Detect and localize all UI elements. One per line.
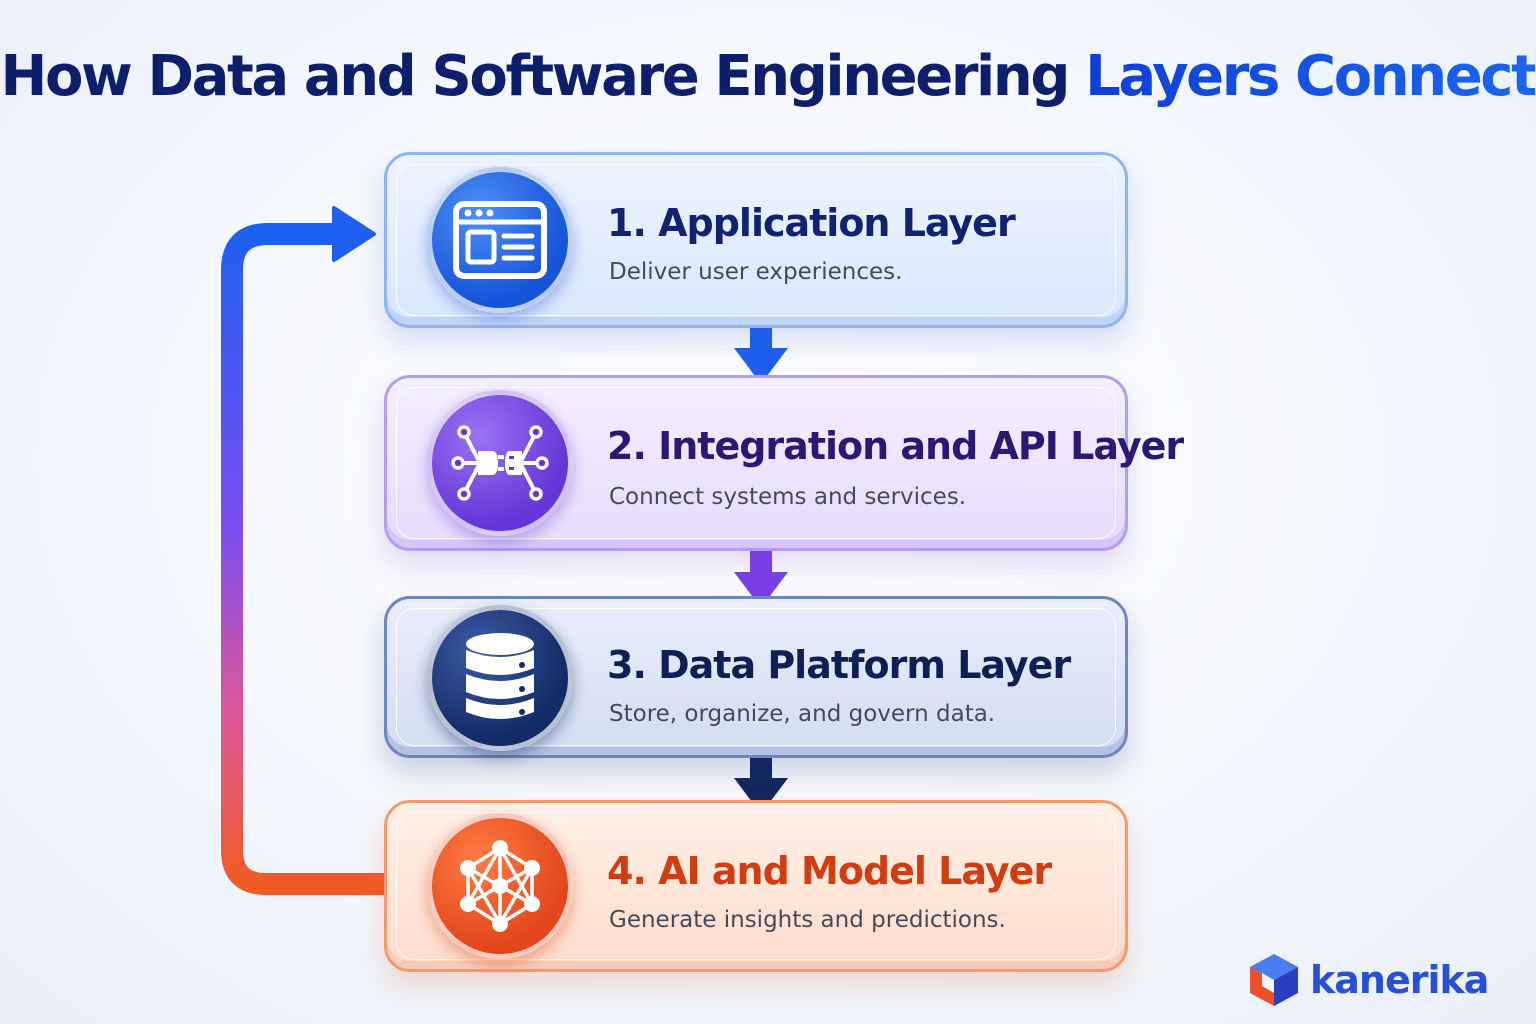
layer-card-ai-model: 4. AI and Model Layer Generate insights … [384, 800, 1128, 972]
title-highlight: Layers Connect [1085, 44, 1536, 109]
feedback-loop-arrow [221, 223, 395, 895]
layer-title: 2. Integration and API Layer [607, 424, 1184, 468]
layer-description: Generate insights and predictions. [609, 907, 1006, 933]
plug-connector-icon [427, 390, 573, 536]
layer-description: Deliver user experiences. [609, 259, 903, 285]
layer-title: 3. Data Platform Layer [607, 643, 1071, 687]
title-main: How Data and Software Engineering [0, 44, 1071, 109]
layer-title: 4. AI and Model Layer [607, 849, 1052, 893]
layer-description: Connect systems and services. [609, 484, 967, 510]
layer-card-integration: 2. Integration and API Layer Connect sys… [384, 375, 1184, 551]
page-title: How Data and Software Engineering Layers… [0, 44, 1536, 109]
cube-logo-icon [1250, 954, 1298, 1006]
layer-title: 1. Application Layer [607, 201, 1016, 245]
layer-card-application: 1. Application Layer Deliver user experi… [384, 152, 1128, 328]
layer-card-data-platform: 3. Data Platform Layer Store, organize, … [384, 596, 1128, 758]
layer-description: Store, organize, and govern data. [609, 701, 996, 727]
database-icon [427, 605, 573, 751]
browser-window-icon [427, 167, 573, 313]
feedback-loop-arrowhead [332, 206, 376, 262]
brand-logo: kanerika [1248, 950, 1510, 1010]
neural-network-icon [427, 813, 573, 959]
brand-name: kanerika [1310, 958, 1489, 1002]
